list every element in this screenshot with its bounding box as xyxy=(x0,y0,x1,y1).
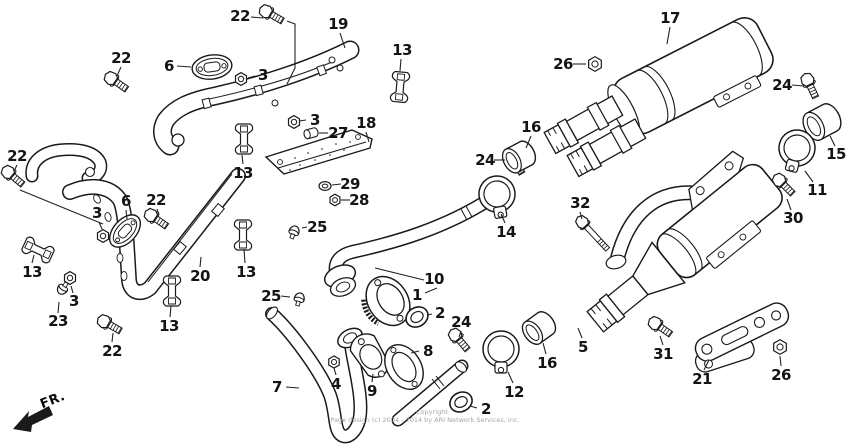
leader-line xyxy=(501,214,505,223)
leader-line xyxy=(332,184,341,185)
part-heat-shield-front xyxy=(163,50,350,146)
part-exhaust-pipe-upper xyxy=(321,199,490,300)
leader-lines xyxy=(14,17,835,408)
leader-line xyxy=(99,222,102,229)
leader-line xyxy=(126,210,127,219)
leader-line xyxy=(32,255,34,263)
leader-line xyxy=(170,306,171,317)
leader-line xyxy=(287,21,295,84)
front-direction-arrow xyxy=(13,406,53,432)
leader-line xyxy=(704,360,709,370)
leader-line xyxy=(251,17,263,18)
leader-line xyxy=(578,328,582,338)
part-flange-joint xyxy=(346,329,395,384)
leader-line xyxy=(281,296,290,297)
part-gasket-bottom xyxy=(104,209,147,253)
part-flange-oval xyxy=(377,338,431,397)
leader-line xyxy=(830,136,835,146)
part-mount-bracket xyxy=(686,299,799,381)
leader-line xyxy=(117,67,121,76)
leader-line xyxy=(302,227,307,228)
leader-line xyxy=(286,387,299,388)
leader-line xyxy=(780,356,781,366)
leader-line xyxy=(58,302,59,313)
leader-line xyxy=(177,66,191,67)
leader-line xyxy=(787,199,791,210)
leader-line xyxy=(792,85,803,86)
leader-line xyxy=(400,59,401,71)
leader-line xyxy=(427,314,432,315)
leader-line xyxy=(580,212,582,219)
leader-line xyxy=(411,351,419,353)
leader-line xyxy=(334,368,336,375)
copyright-line-2: Page design (c) 2004 - 2014 by ARI Netwo… xyxy=(330,416,520,424)
leader-line xyxy=(157,209,159,215)
leader-line xyxy=(366,132,369,142)
part-heat-guard-plate xyxy=(266,130,372,174)
copyright-line-1: Copyright xyxy=(416,408,448,416)
leader-line xyxy=(112,333,113,342)
leader-line xyxy=(200,257,201,267)
leader-line xyxy=(470,406,477,408)
part-joint-pipe xyxy=(398,360,469,420)
leader-line xyxy=(340,33,345,48)
leader-line xyxy=(508,372,513,383)
leader-line xyxy=(372,374,373,382)
leader-line xyxy=(375,268,424,280)
leader-line xyxy=(14,165,17,171)
leader-line xyxy=(425,288,437,293)
leader-line xyxy=(242,155,243,164)
leader-line xyxy=(459,331,461,337)
leader-line xyxy=(660,336,663,345)
leader-line xyxy=(71,286,73,293)
leader-line xyxy=(299,120,306,121)
leader-line xyxy=(526,136,531,148)
leader-line xyxy=(244,249,245,263)
part-gasket-top xyxy=(191,52,234,81)
part-rear-muffler xyxy=(566,144,792,348)
leader-line xyxy=(248,76,255,78)
part-flange-ribbed xyxy=(354,268,419,335)
leader-line xyxy=(667,27,670,44)
leader-line xyxy=(20,190,103,224)
leader-line xyxy=(543,343,546,354)
part-front-muffler xyxy=(543,13,782,178)
leader-line xyxy=(805,171,813,182)
